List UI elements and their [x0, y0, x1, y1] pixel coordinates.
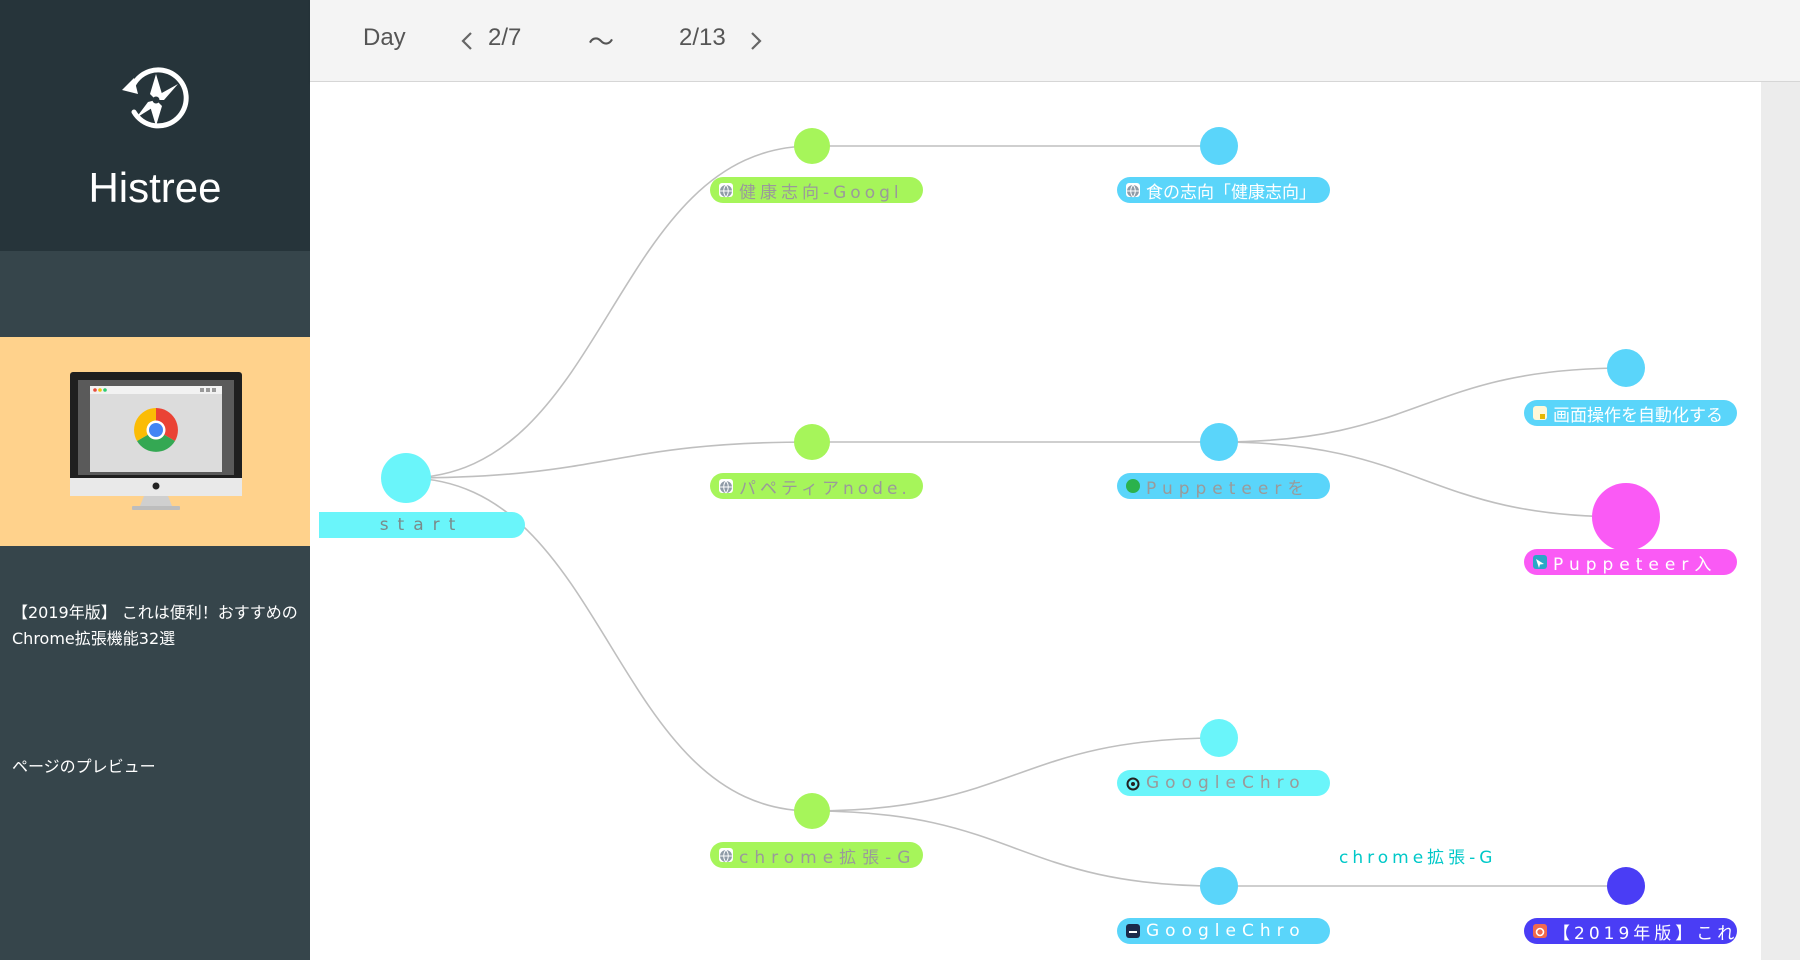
range-end-date: 2/13 — [679, 24, 726, 51]
node-label-text: パペティアnode. — [739, 478, 911, 499]
globe-icon — [719, 479, 733, 494]
previous-period-chevron-icon[interactable] — [456, 26, 478, 56]
brand-header: Histree — [0, 0, 310, 251]
node-label-text: 健康志向-Googl — [739, 182, 903, 203]
dark-square-site-icon — [1126, 924, 1140, 938]
history-compass-logo-icon — [122, 67, 189, 129]
node-label-n3[interactable]: パペティアnode. — [710, 473, 923, 499]
orange-site-icon — [1533, 924, 1547, 938]
page-preview-thumbnail[interactable] — [0, 337, 310, 546]
tree-nodes — [381, 127, 1660, 905]
node-label-text: chrome拡張-G — [739, 847, 917, 868]
tree-node-n1[interactable] — [794, 128, 830, 164]
node-label-n5[interactable]: 画面操作を自動化する — [1524, 400, 1737, 426]
node-label-text: 食の志向「健康志向」 — [1146, 182, 1316, 203]
range-unit-selector[interactable]: Day — [363, 24, 406, 51]
history-tree-canvas[interactable]: start 健康志向-Googl 食の志向「健康志向」 パペティアnode. P… — [310, 82, 1761, 960]
tree-node-n9[interactable] — [1200, 867, 1238, 905]
root-node-label[interactable]: start — [319, 512, 525, 538]
edge-n4-n6 — [1218, 441, 1627, 518]
node-label-text: Puppeteerを — [1146, 478, 1311, 499]
globe-icon — [719, 848, 733, 863]
edge-n4-n5 — [1218, 367, 1627, 443]
at-sign-site-icon — [1126, 776, 1140, 791]
tree-node-n5[interactable] — [1607, 349, 1645, 387]
edge-start-n3 — [405, 441, 813, 479]
next-period-chevron-icon[interactable] — [745, 26, 767, 56]
history-tree-graph — [381, 127, 1660, 905]
sidebar: Histree 【20 — [0, 0, 310, 960]
edge-n7-n8 — [811, 737, 1220, 812]
node-label-n8[interactable]: GoogleChro — [1117, 770, 1330, 796]
node-label-text: GoogleChro — [1146, 921, 1306, 941]
green-circle-site-icon — [1126, 479, 1140, 493]
range-separator: 〜 — [588, 28, 615, 58]
node-label-text: GoogleChro — [1146, 773, 1306, 793]
node-label-n4[interactable]: Puppeteerを — [1117, 473, 1330, 499]
edge-n7-n9 — [811, 810, 1220, 887]
root-node[interactable] — [381, 453, 431, 503]
edge-start-n1 — [405, 145, 813, 479]
canvas-right-gutter — [1761, 82, 1800, 960]
node-label-text: 【2019年版】これ — [1553, 923, 1737, 944]
document-site-icon — [1533, 406, 1547, 420]
tree-node-n2[interactable] — [1200, 127, 1238, 165]
page-preview-label: ページのプレビュー — [12, 757, 156, 776]
app-name: Histree — [88, 164, 222, 211]
tree-node-n10[interactable] — [1607, 867, 1645, 905]
root-label-text: start — [379, 515, 465, 535]
node-label-text: Puppeteer入 — [1553, 554, 1718, 575]
tree-node-n4[interactable] — [1200, 423, 1238, 461]
edge-start-n7 — [405, 477, 813, 812]
globe-icon — [719, 183, 733, 198]
tree-node-n8[interactable] — [1200, 719, 1238, 757]
node-label-n9[interactable]: GoogleChro — [1117, 918, 1330, 944]
tree-node-n3[interactable] — [794, 424, 830, 460]
edge-hover-label: chrome拡張-G — [1339, 848, 1497, 868]
tree-node-n7[interactable] — [794, 793, 830, 829]
node-label-text: 画面操作を自動化する — [1553, 405, 1723, 426]
globe-icon — [1126, 183, 1140, 198]
node-label-n10[interactable]: 【2019年版】これ — [1524, 918, 1737, 944]
tree-node-n6[interactable] — [1592, 483, 1660, 551]
node-label-n1[interactable]: 健康志向-Googl — [710, 177, 923, 203]
node-label-n2[interactable]: 食の志向「健康志向」 — [1117, 177, 1330, 203]
chrome-browser-monitor-icon — [70, 372, 242, 510]
node-label-n6[interactable]: Puppeteer入 — [1524, 549, 1737, 575]
date-range-toolbar: Day 2/7 〜 2/13 — [310, 0, 1800, 82]
range-start-date: 2/7 — [488, 24, 522, 51]
node-label-n7[interactable]: chrome拡張-G — [710, 842, 923, 868]
preview-page-title: 【2019年版】 これは便利！おすすめのChrome拡張機能32選 — [12, 603, 298, 648]
cursor-site-icon — [1533, 555, 1547, 569]
tree-edges — [405, 145, 1627, 887]
